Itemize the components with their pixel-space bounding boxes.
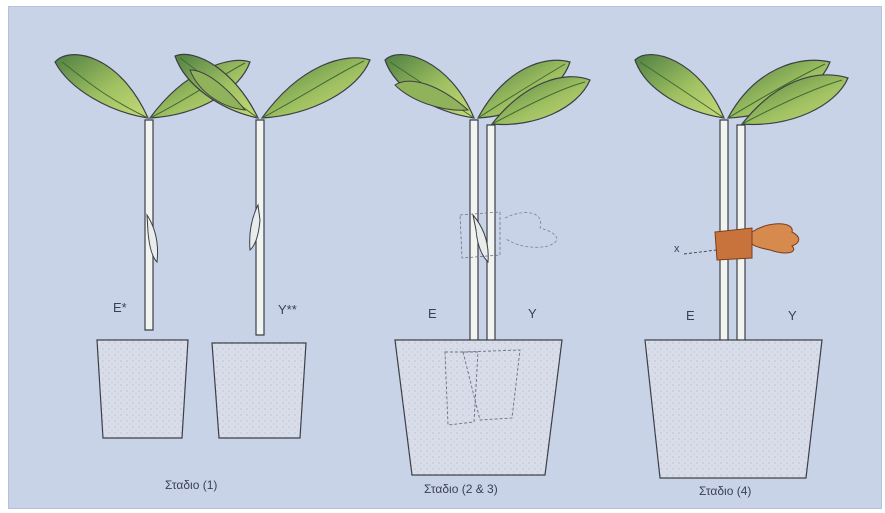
graft-clip: [715, 228, 752, 260]
plants-stage4: [635, 55, 848, 345]
pointer-line: [684, 250, 716, 254]
graft-clip-handle: [752, 224, 799, 253]
caption-stage4: Σταδιο (4): [699, 484, 751, 498]
pot-y-stage1: [212, 343, 306, 438]
label-e-stage1: E*: [113, 300, 127, 315]
graft-tape-end: [505, 213, 557, 248]
label-e-stage4: E: [686, 308, 695, 323]
pot-stage4: [645, 340, 822, 478]
pot-stage23: [395, 340, 562, 475]
pot-e-stage1: [97, 340, 188, 438]
label-y-stage23: Y: [528, 306, 537, 321]
label-x-stage4: x: [674, 243, 680, 255]
caption-stage23: Σταδιο (2 & 3): [424, 482, 498, 496]
stem-y: [487, 125, 495, 345]
plants-stage23: [385, 55, 590, 345]
label-y-stage1: Y**: [278, 302, 297, 317]
label-e-stage23: E: [428, 306, 437, 321]
label-y-stage4: Y: [788, 308, 797, 323]
leaf: [55, 55, 148, 118]
caption-stage1: Σταδιο (1): [165, 478, 217, 492]
